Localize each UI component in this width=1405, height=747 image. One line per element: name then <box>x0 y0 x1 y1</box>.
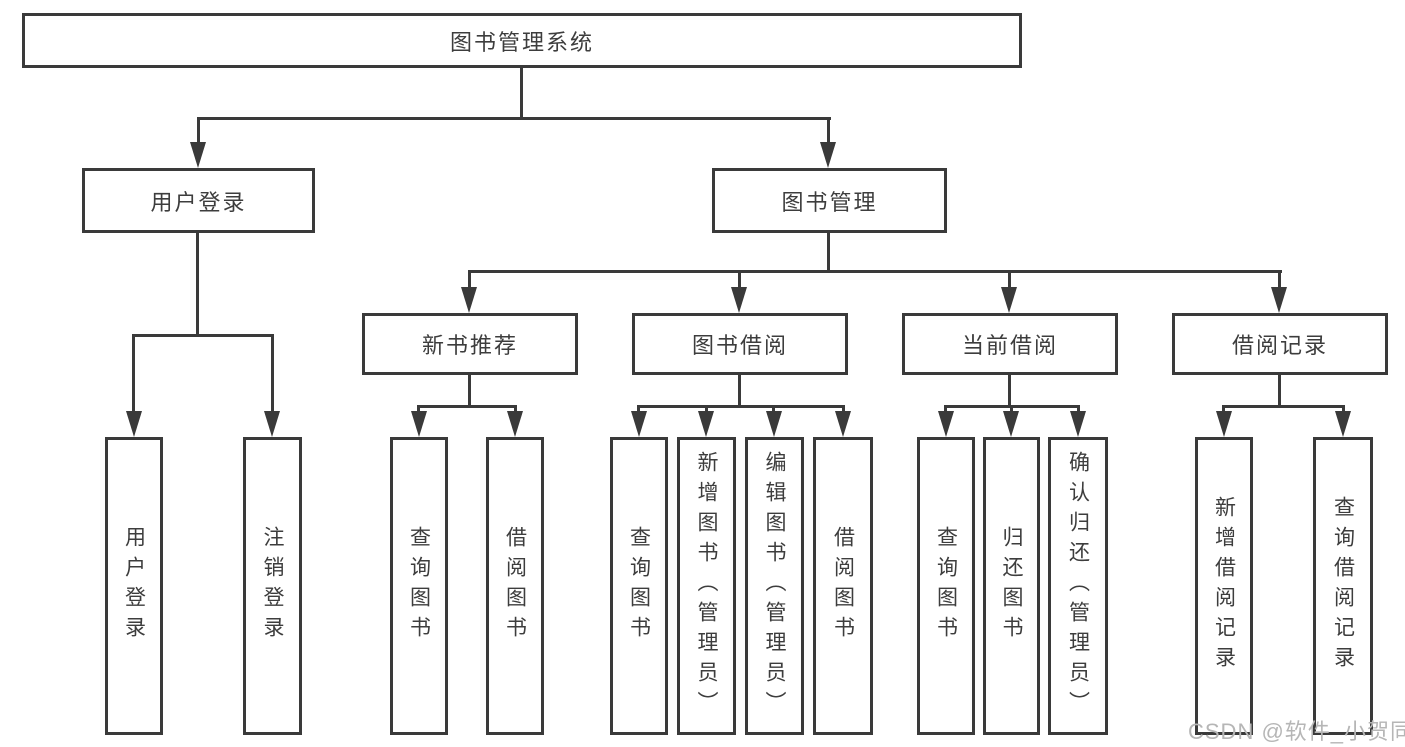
connector-drop <box>738 270 741 290</box>
leaf-label: 新增借阅记录 <box>1212 496 1236 676</box>
arrowhead-down-icon <box>126 411 142 437</box>
leaf-label: 新增图书（管理员） <box>695 451 718 721</box>
arrowhead-down-icon <box>835 411 851 437</box>
leaf-label: 查询图书 <box>407 526 431 646</box>
connector-recommend-bus <box>417 405 517 408</box>
arrowhead-down-icon <box>461 287 477 313</box>
connector-records-stem <box>1278 375 1281 408</box>
leaf-label: 查询图书 <box>627 526 651 646</box>
connector-drop <box>1008 270 1011 290</box>
leaf-query-books-borrow: 查询图书 <box>610 437 668 735</box>
connector-user-login-drop <box>197 117 200 145</box>
node-label: 图书管理系统 <box>449 29 594 55</box>
leaf-query-borrow-record: 查询借阅记录 <box>1313 437 1373 735</box>
leaf-return-books: 归还图书 <box>983 437 1040 735</box>
connector-root-stem <box>520 68 523 120</box>
leaf-label: 查询图书 <box>934 526 958 646</box>
arrowhead-down-icon <box>631 411 647 437</box>
node-borrow-records: 借阅记录 <box>1172 313 1388 375</box>
node-book-management: 图书管理 <box>712 168 947 233</box>
connector-book-mgmt-drop <box>827 117 830 145</box>
node-user-login: 用户登录 <box>82 168 315 233</box>
arrowhead-down-icon <box>820 142 836 168</box>
arrowhead-down-icon <box>766 411 782 437</box>
leaf-logout: 注销登录 <box>243 437 302 735</box>
arrowhead-down-icon <box>1271 287 1287 313</box>
node-label: 图书管理 <box>781 189 878 215</box>
leaf-user-login: 用户登录 <box>105 437 163 735</box>
csdn-watermark: CSDN @软件_小贺同学 <box>1188 719 1405 744</box>
connector-level2-bus <box>197 117 831 120</box>
connector-user-login-stem <box>196 233 199 337</box>
connector-current-stem <box>1008 375 1011 408</box>
leaf-confirm-return-admin: 确认归还（管理员） <box>1048 437 1108 735</box>
leaf-label: 确认归还（管理员） <box>1066 451 1090 721</box>
leaf-query-books-recommend: 查询图书 <box>390 437 448 735</box>
arrowhead-down-icon <box>190 142 206 168</box>
node-label: 借阅记录 <box>1231 333 1328 358</box>
connector-records-bus <box>1222 405 1345 408</box>
arrowhead-down-icon <box>1001 287 1017 313</box>
arrowhead-down-icon <box>938 411 954 437</box>
leaf-label: 注销登录 <box>261 526 284 646</box>
node-label: 当前借阅 <box>961 333 1058 358</box>
connector-recommend-stem <box>468 375 471 408</box>
node-root-library-system: 图书管理系统 <box>22 13 1022 68</box>
arrowhead-down-icon <box>731 287 747 313</box>
connector-borrow-bus <box>637 405 845 408</box>
node-label: 新书推荐 <box>421 333 518 358</box>
connector-level3-bus <box>468 270 1282 273</box>
leaf-borrow-books: 借阅图书 <box>813 437 873 735</box>
leaf-add-borrow-record: 新增借阅记录 <box>1195 437 1253 735</box>
leaf-label: 借阅图书 <box>831 526 855 646</box>
connector-borrow-stem <box>738 375 741 408</box>
leaf-label: 编辑图书（管理员） <box>763 451 786 721</box>
node-new-book-recommend: 新书推荐 <box>362 313 578 375</box>
leaf-label: 用户登录 <box>122 526 146 646</box>
arrowhead-down-icon <box>411 411 427 437</box>
connector-drop <box>132 334 135 414</box>
arrowhead-down-icon <box>1070 411 1086 437</box>
leaf-edit-books-admin: 编辑图书（管理员） <box>745 437 804 735</box>
node-label: 用户登录 <box>150 189 247 215</box>
node-label: 图书借阅 <box>691 333 788 358</box>
arrowhead-down-icon <box>1335 411 1351 437</box>
connector-drop <box>468 270 471 290</box>
arrowhead-down-icon <box>1003 411 1019 437</box>
connector-drop <box>271 334 274 414</box>
node-current-borrow: 当前借阅 <box>902 313 1118 375</box>
connector-drop <box>1278 270 1281 290</box>
arrowhead-down-icon <box>264 411 280 437</box>
connector-user-login-bus <box>132 334 274 337</box>
leaf-label: 借阅图书 <box>503 526 527 646</box>
arrowhead-down-icon <box>507 411 523 437</box>
node-book-borrow: 图书借阅 <box>632 313 848 375</box>
leaf-query-books-current: 查询图书 <box>917 437 975 735</box>
connector-book-mgmt-stem <box>827 233 830 273</box>
leaf-label: 归还图书 <box>1000 526 1023 646</box>
leaf-label: 查询借阅记录 <box>1331 496 1355 676</box>
arrowhead-down-icon <box>698 411 714 437</box>
arrowhead-down-icon <box>1216 411 1232 437</box>
leaf-add-books-admin: 新增图书（管理员） <box>677 437 736 735</box>
leaf-borrow-books-recommend: 借阅图书 <box>486 437 544 735</box>
